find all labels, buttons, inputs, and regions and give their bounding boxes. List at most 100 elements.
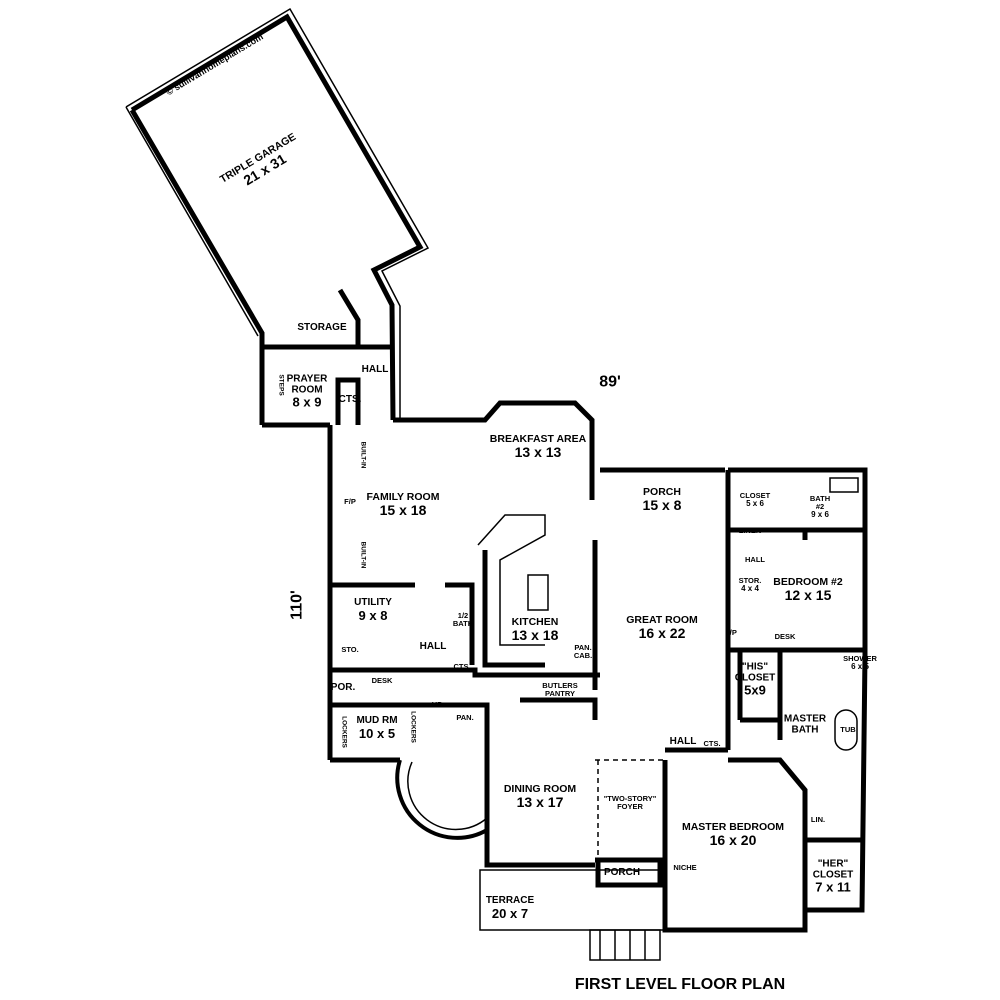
- room-name: GREAT ROOM: [626, 614, 698, 627]
- room-name: LOCKERS: [340, 716, 348, 748]
- room-name: TERRACE: [485, 894, 535, 906]
- room-tag: "HIS": [741, 661, 769, 673]
- room-name: BUILT-IN: [359, 541, 367, 569]
- room-name: BUTLERS PANTRY: [542, 681, 578, 698]
- room-name: KITCHEN: [511, 616, 559, 629]
- room-name: HALL: [669, 735, 697, 747]
- room-name: CLOSET: [812, 869, 854, 881]
- room-name: PORCH: [643, 486, 681, 499]
- room-name: F/P: [344, 497, 356, 507]
- room-name: PAN.: [456, 713, 474, 723]
- room-name: DESK: [774, 632, 796, 642]
- room-name: POR.: [330, 681, 356, 693]
- room-name: NICHE: [673, 863, 697, 873]
- room-hall-upper: HALL: [361, 363, 389, 376]
- room-name: BUILT-IN: [359, 441, 367, 469]
- garage-left-wall: [129, 108, 265, 425]
- room-size: 9 x 8: [358, 607, 388, 623]
- room-size: 4 x 4: [741, 583, 759, 593]
- room-name: PAN. CAB.: [573, 643, 593, 660]
- room-name: TUB: [840, 725, 856, 735]
- room-name: MASTER BATH: [783, 713, 827, 735]
- room-desk-bed: DESK: [775, 633, 796, 641]
- room-pan: PAN.: [456, 714, 473, 722]
- room-name: DINING ROOM: [503, 783, 577, 796]
- room-name: 1/2 BATH: [452, 611, 474, 628]
- room-lockers2: LOCKERS: [409, 711, 416, 743]
- room-up: UP: [432, 701, 442, 709]
- room-name: CLOSET: [739, 490, 771, 500]
- room-tub: TUB: [840, 726, 855, 734]
- room-size: 10 x 5: [358, 725, 396, 741]
- room-name: STORAGE: [297, 321, 347, 333]
- room-name: UP: [431, 700, 443, 710]
- room-steps: STEPS: [277, 374, 284, 395]
- room-size: 8 x 9: [292, 394, 322, 410]
- room-size: 16 x 20: [709, 832, 757, 849]
- room-num: #2: [815, 501, 825, 511]
- room-hall-bed: HALL: [745, 556, 765, 564]
- room-builtin1: BUILT-IN: [359, 442, 366, 469]
- room-tag: "TWO-STORY": [603, 794, 657, 804]
- exterior-wall: [393, 400, 595, 500]
- room-size: 13 x 18: [511, 627, 559, 644]
- room-name: CTS.: [338, 393, 362, 405]
- room-name: DESK: [371, 676, 393, 686]
- room-name: CTS.: [703, 739, 721, 749]
- room-cts-prayer: CTS.: [338, 393, 362, 406]
- room-por: POR.: [330, 681, 356, 694]
- room-name: STEPS: [277, 374, 285, 396]
- room-hall-mid: HALL: [419, 640, 447, 653]
- room-porch-front: PORCH: [603, 866, 641, 879]
- room-pan-cab: PAN. CAB.: [573, 644, 593, 660]
- room-master-bath: MASTER BATH: [780, 713, 830, 736]
- room-half-bath: 1/2 BATH: [450, 612, 476, 628]
- room-size: 15 x 18: [379, 502, 427, 519]
- room-size: 13 x 17: [516, 794, 564, 811]
- room-name: STOR.: [738, 575, 762, 585]
- room-storage: STORAGE: [297, 321, 347, 334]
- garage-wall: [130, 13, 424, 421]
- room-builtin2: BUILT-IN: [359, 542, 366, 569]
- room-name: PRAYER ROOM: [286, 373, 328, 396]
- room-cts-mid: CTS.: [453, 663, 470, 671]
- room-size: 5x9: [744, 682, 766, 698]
- room-name: HALL: [361, 363, 389, 375]
- room-name: CTS.: [453, 662, 471, 672]
- room-desk-mud: DESK: [372, 677, 393, 685]
- room-tag: "HER": [817, 858, 849, 870]
- room-name: MUD RM: [356, 714, 398, 726]
- room-size: 20 x 7: [491, 905, 529, 921]
- room-name: BEDROOM #2: [773, 576, 843, 589]
- garage-outline: [125, 7, 430, 420]
- width-dimension: 89': [599, 373, 621, 391]
- room-name: MASTER BEDROOM: [681, 821, 785, 834]
- room-size: 16 x 22: [638, 625, 686, 642]
- room-size: 12 x 15: [784, 587, 832, 604]
- depth-dimension: 110': [288, 590, 306, 620]
- room-name: FOYER: [617, 802, 643, 811]
- room-size: 9 x 6: [811, 509, 829, 519]
- curved-stair: [395, 759, 488, 840]
- room-name: HALL: [419, 640, 447, 652]
- room-butlers: BUTLERS PANTRY: [535, 682, 585, 698]
- room-stor: STOR.4 x 4: [738, 575, 762, 593]
- room-size: 15 x 8: [642, 497, 682, 514]
- room-cts-master: CTS.: [703, 740, 720, 748]
- room-foyer: "TWO-STORY"FOYER: [604, 795, 657, 811]
- room-name: HALL: [745, 555, 765, 565]
- room-name: PORCH: [603, 866, 641, 878]
